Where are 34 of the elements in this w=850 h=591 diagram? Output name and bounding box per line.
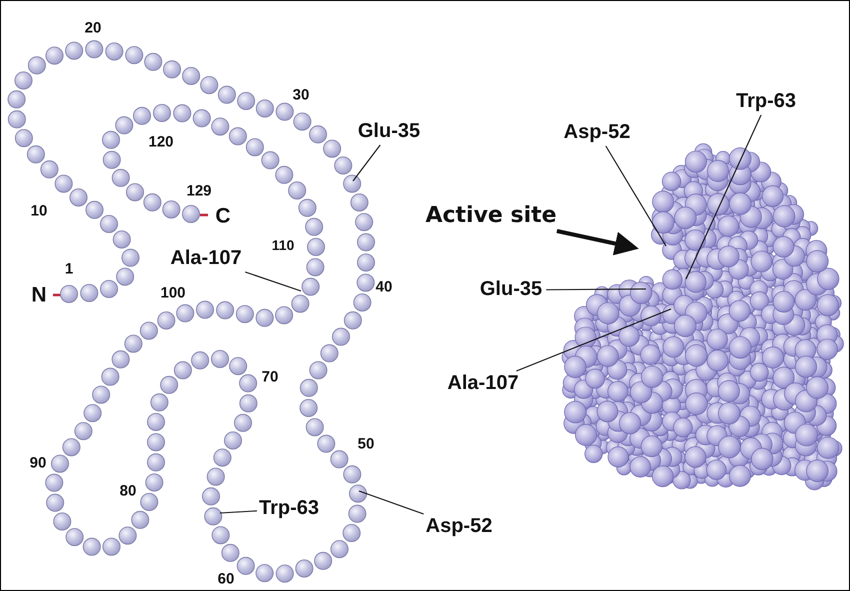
residue-label: Trp-63 [736,91,796,111]
residue-label: Ala-107 [447,373,519,393]
residue-number: 50 [358,436,374,452]
residue-number: 60 [218,572,234,586]
residue-label: Glu-35 [358,121,420,141]
leader-line [220,510,258,514]
terminus-label: C [215,206,231,226]
residue-number: 110 [272,238,294,252]
residue-number: 129 [186,184,212,198]
site-label: Active site [425,205,557,227]
residue-number: 30 [292,88,310,102]
residue-label: Asp-52 [426,516,492,536]
residue-label: Asp-52 [564,122,630,142]
leader-line [686,114,762,280]
residue-number: 120 [148,134,174,150]
leader-line [358,490,424,515]
residue-number: 20 [84,20,102,36]
residue-number: 90 [30,456,46,470]
residue-label: Glu-35 [480,279,542,299]
leader-line [352,144,381,182]
residue-number: 80 [120,484,136,498]
residue-label: Ala-107 [170,248,242,268]
leader-line [546,288,646,290]
residue-number: 10 [30,204,48,218]
leader-line [245,271,302,292]
residue-number: 100 [160,286,186,300]
leader-line [516,308,672,372]
residue-number: 40 [376,280,392,294]
terminus-label: N [31,284,47,306]
residue-number: 70 [262,370,278,384]
arrow [556,229,639,256]
leader-line [605,146,666,246]
residue-number: 1 [64,262,74,276]
residue-label: Trp-63 [258,498,320,518]
